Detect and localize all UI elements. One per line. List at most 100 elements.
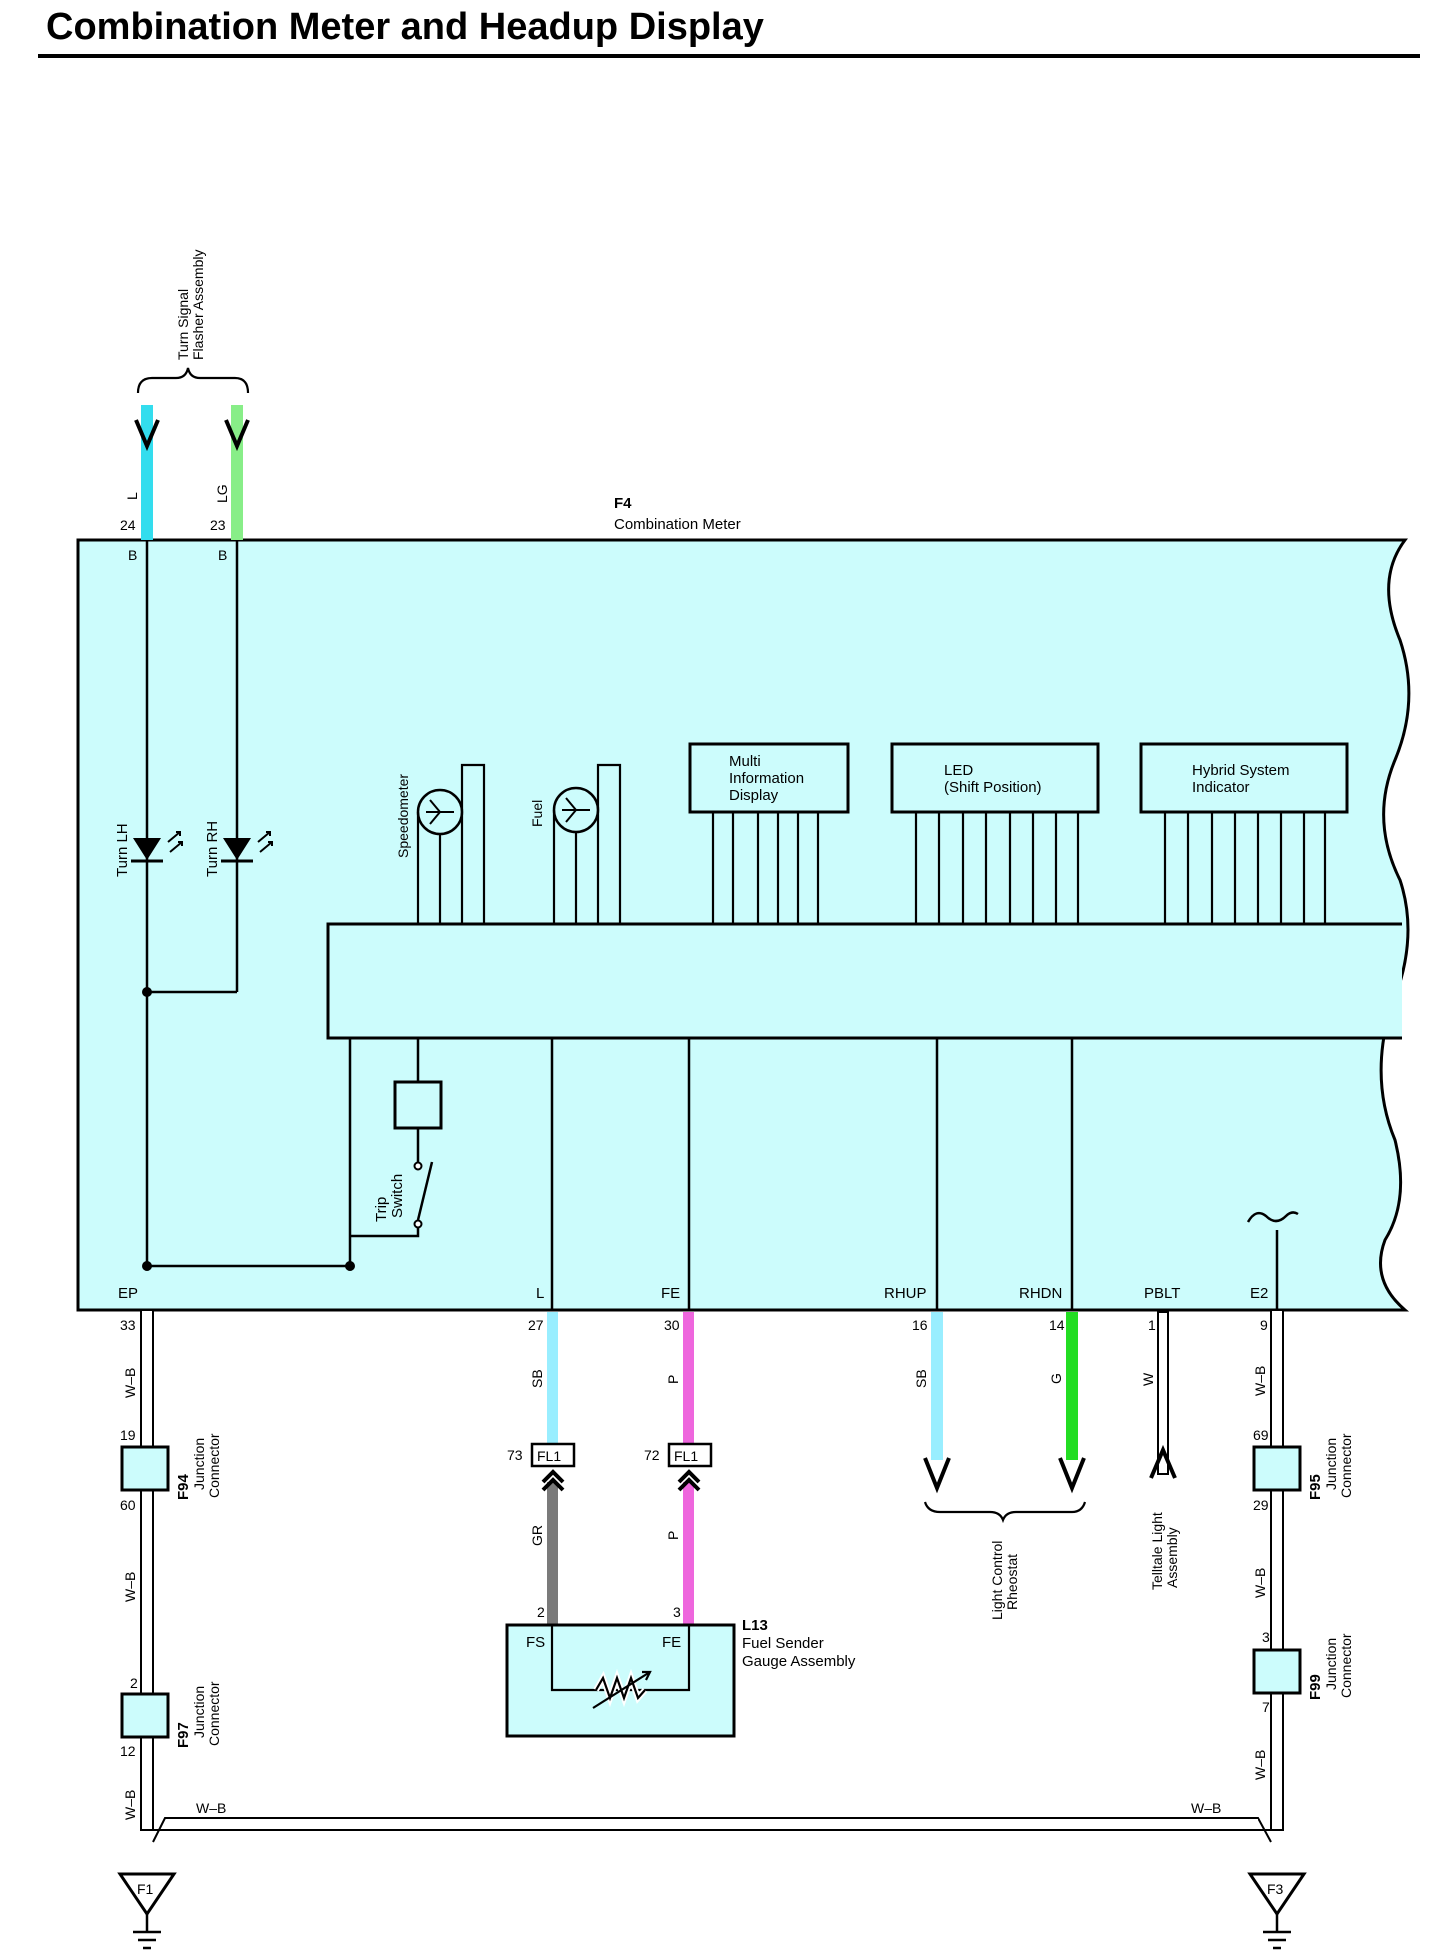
junction-F95: 69 29 F95 Junction Connector <box>1252 1427 1354 1513</box>
term-L: L <box>536 1285 544 1302</box>
svg-text:3: 3 <box>1262 1629 1270 1645</box>
svg-text:12: 12 <box>120 1743 136 1759</box>
ground-F3: F3 <box>1267 1881 1284 1897</box>
wire-label-WB-9: W–B <box>1252 1366 1268 1396</box>
trip-switch-label-2: Switch <box>389 1174 406 1218</box>
svg-text:Gauge Assembly: Gauge Assembly <box>742 1653 856 1670</box>
svg-text:Junction: Junction <box>191 1686 207 1738</box>
svg-text:2: 2 <box>537 1604 545 1620</box>
svg-text:69: 69 <box>1253 1427 1269 1443</box>
pin-33: 33 <box>120 1317 136 1333</box>
connector-arrow-icon <box>923 1457 951 1494</box>
svg-text:19: 19 <box>120 1427 136 1443</box>
pin-23: 23 <box>210 517 226 533</box>
wire-label-GR: GR <box>529 1525 545 1546</box>
wire-G-14 <box>1066 1312 1078 1460</box>
flasher-brace <box>136 367 250 394</box>
module2-line1: LED <box>944 762 973 779</box>
trip-switch-label-1: Trip <box>373 1197 390 1222</box>
connector-arrow-icon <box>224 419 250 452</box>
led-icon <box>221 831 273 863</box>
fl1-connector-72: FL1 72 <box>644 1442 713 1492</box>
light-control-label-1: Light Control <box>989 1541 1005 1620</box>
page-title: Combination Meter and Headup Display <box>46 6 764 48</box>
term-B-right: B <box>218 547 227 563</box>
term-FE: FE <box>661 1285 680 1302</box>
switch-icon <box>413 1161 434 1229</box>
ground-icon <box>1247 1872 1307 1950</box>
trip-switch-relay <box>393 1080 443 1130</box>
wire-label-L: L <box>124 492 140 500</box>
led-icon <box>131 831 183 863</box>
term-EP: EP <box>118 1285 138 1302</box>
svg-text:29: 29 <box>1253 1497 1269 1513</box>
led-label-turn-lh: Turn LH <box>114 823 131 877</box>
term-E2: E2 <box>1250 1285 1268 1302</box>
connector-arrow-icon <box>134 419 160 452</box>
svg-text:Connector: Connector <box>206 1681 222 1746</box>
wire-SB-27 <box>547 1312 558 1443</box>
wb-label: W–B <box>1252 1568 1268 1598</box>
module-led-shift-position: LED (Shift Position) <box>890 742 1100 924</box>
term-RHUP: RHUP <box>884 1285 927 1302</box>
gauge-label-fuel: Fuel <box>529 800 545 827</box>
light-control-brace <box>923 1501 1087 1524</box>
module3-line2: Indicator <box>1192 779 1250 796</box>
ground-icon <box>117 1872 177 1950</box>
wire-GR <box>547 1482 558 1625</box>
svg-text:3: 3 <box>673 1604 681 1620</box>
svg-text:FE: FE <box>662 1634 681 1651</box>
module-hybrid-system-indicator: Hybrid System Indicator <box>1139 742 1349 924</box>
wire-SB-16 <box>931 1312 943 1460</box>
pin-24: 24 <box>120 517 136 533</box>
junction-F94: 19 60 F94 Junction Connector <box>120 1427 222 1513</box>
svg-text:Connector: Connector <box>1338 1433 1354 1498</box>
junction-F97: 2 12 F97 Junction Connector <box>120 1675 222 1759</box>
wire-P-lower <box>683 1482 694 1625</box>
junction-F99: 3 7 F99 Junction Connector <box>1252 1629 1354 1715</box>
pin-9: 9 <box>1260 1317 1268 1333</box>
svg-text:F99: F99 <box>1307 1674 1324 1700</box>
pin-16: 16 <box>912 1317 928 1333</box>
wire-W-1 <box>1157 1311 1169 1475</box>
wb-label: W–B <box>1252 1750 1268 1780</box>
ground-F1: F1 <box>137 1881 154 1897</box>
tilde-icon <box>1246 1211 1299 1223</box>
wb-label: W–B <box>122 1790 138 1820</box>
svg-text:L13: L13 <box>742 1617 768 1634</box>
wb-label: W–B <box>196 1800 226 1816</box>
svg-text:Connector: Connector <box>1338 1633 1354 1698</box>
wire-P-30 <box>683 1312 694 1443</box>
wb-label: W–B <box>1191 1800 1221 1816</box>
wire-label-SB-16: SB <box>913 1369 929 1388</box>
svg-text:F97: F97 <box>175 1722 192 1748</box>
wire-label-P-lower: P <box>665 1531 681 1540</box>
wire-label-SB-27: SB <box>529 1369 545 1388</box>
svg-text:60: 60 <box>120 1497 136 1513</box>
wire-label-LG: LG <box>214 484 230 503</box>
wire-WB-left <box>140 1309 154 1831</box>
led-label-turn-rh: Turn RH <box>204 821 221 877</box>
meter-bus-block <box>326 922 1402 1040</box>
fuel-sender-gauge-assembly: FS FE 2 3 L13 Fuel Sender Gauge Assembly <box>505 1604 856 1738</box>
wire-LG-top <box>231 405 243 540</box>
title-bar: Combination Meter and Headup Display <box>38 6 1420 58</box>
pin-1: 1 <box>1148 1317 1156 1333</box>
meter-name: Combination Meter <box>614 516 741 533</box>
module1-line2: Information <box>729 770 804 787</box>
connector-arrow-icon <box>1058 1457 1086 1494</box>
svg-text:7: 7 <box>1262 1699 1270 1715</box>
wire-L-top <box>141 405 153 540</box>
module1-line3: Display <box>729 787 779 804</box>
module3-line1: Hybrid System <box>1192 762 1290 779</box>
wire-WB-right <box>1270 1309 1284 1831</box>
wire-label-WB-33: W–B <box>122 1368 138 1398</box>
svg-text:Junction: Junction <box>1323 1638 1339 1690</box>
svg-text:FL1: FL1 <box>537 1448 561 1464</box>
telltale-label-1: Telltale Light <box>1149 1512 1165 1590</box>
svg-text:Connector: Connector <box>206 1433 222 1498</box>
pin-14: 14 <box>1049 1317 1065 1333</box>
term-PBLT: PBLT <box>1144 1285 1180 1302</box>
svg-text:Junction: Junction <box>1323 1438 1339 1490</box>
